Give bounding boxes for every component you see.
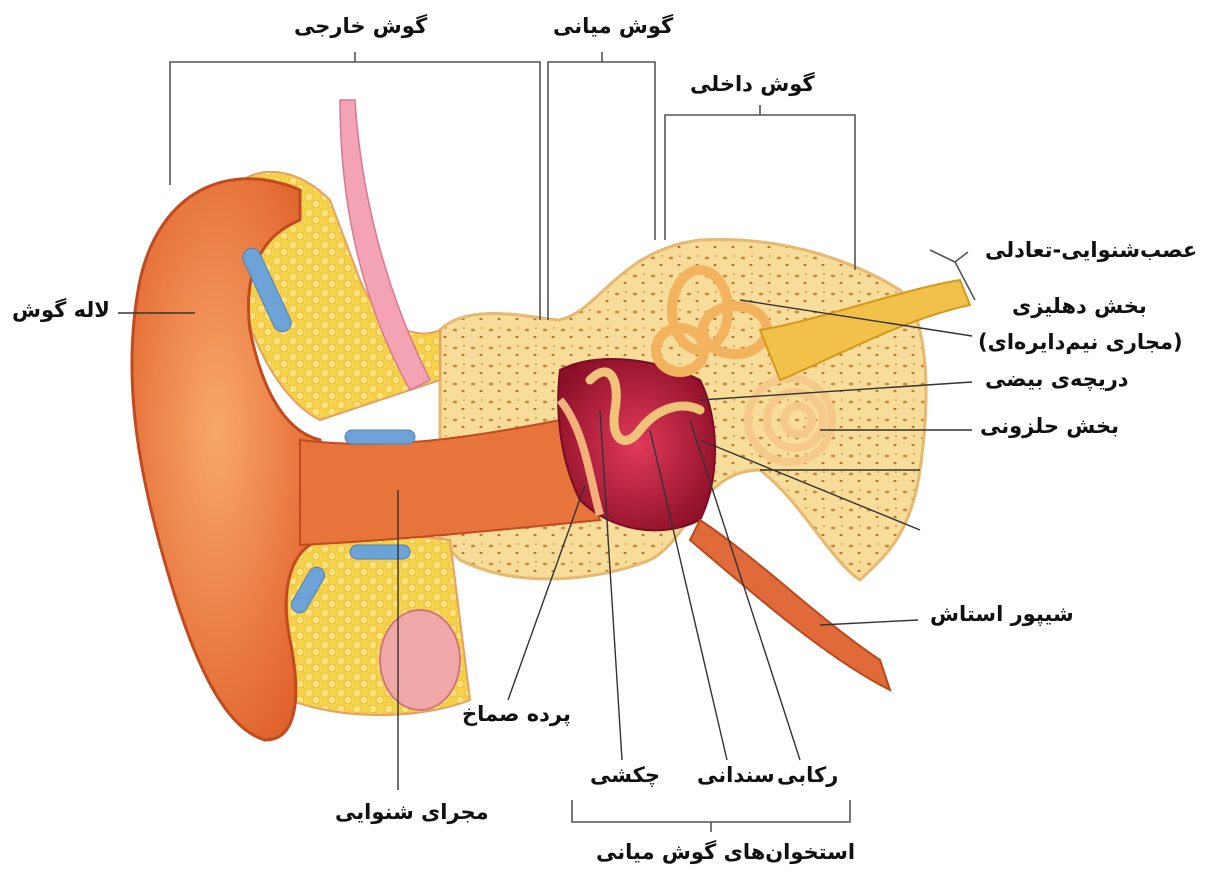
label-nerve: عصب‌شنوایی-تعادلی [985, 238, 1197, 262]
label-eustachian: شیپور استاش [930, 602, 1074, 626]
label-inner-ear: گوش داخلی [690, 72, 815, 96]
label-incus: سندانی [697, 763, 775, 787]
gland [380, 610, 460, 710]
label-ossicles: استخوان‌های گوش میانی [596, 840, 855, 864]
label-vestibular: بخش دهلیزی [1012, 294, 1147, 318]
label-outer-ear: گوش خارجی [294, 14, 427, 38]
leader-eustachian [820, 620, 918, 625]
label-eardrum: پرده صماخ [462, 702, 571, 726]
label-middle-ear: گوش میانی [553, 14, 673, 38]
label-semicircular: (مجاری نیم‌دایره‌ای) [978, 330, 1183, 354]
label-stapes: رکابی [777, 763, 838, 787]
label-malleus: چکشی [590, 763, 660, 787]
label-oval-window: دریچه‌ی بیضی [985, 367, 1129, 391]
label-cochlea: بخش حلزونی [980, 414, 1119, 438]
label-ear-canal: مجرای شنوایی [335, 800, 489, 824]
label-auricle: لاله گوش [12, 298, 110, 322]
bracket-ossicles [572, 800, 850, 832]
